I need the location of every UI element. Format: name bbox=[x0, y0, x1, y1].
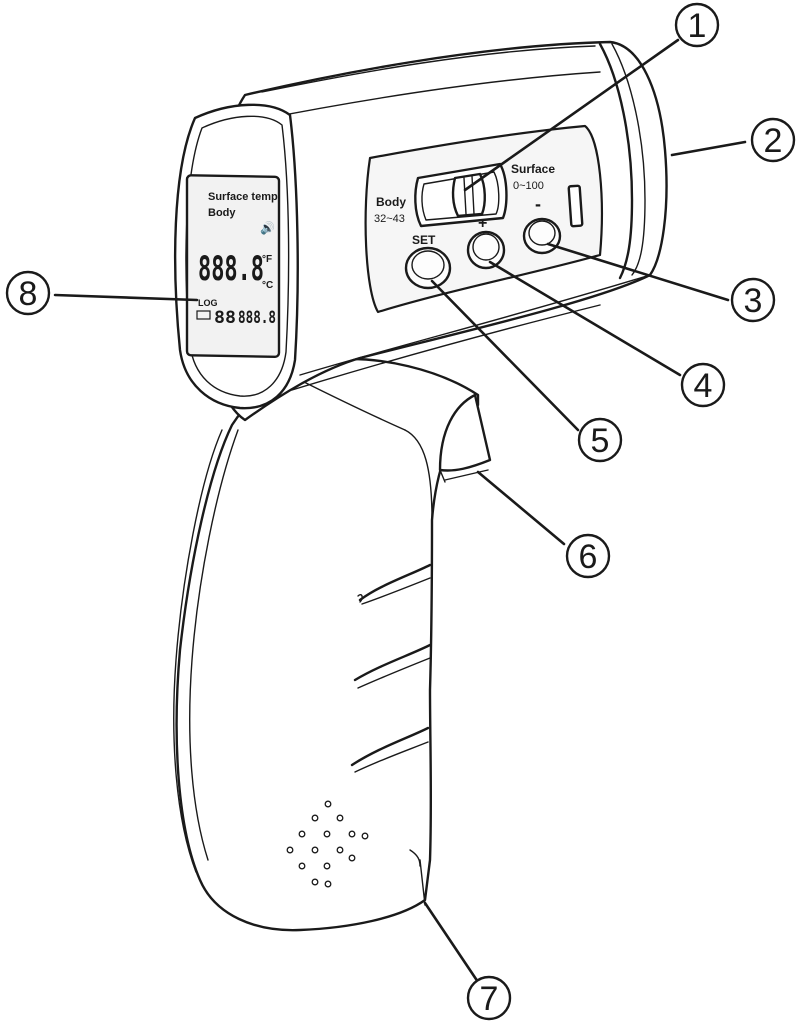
callout-5-number: 5 bbox=[591, 422, 610, 460]
callout-7-number: 7 bbox=[480, 980, 499, 1018]
battery-icon bbox=[196, 310, 211, 320]
slider-knob[interactable] bbox=[451, 172, 486, 218]
minus-button[interactable] bbox=[522, 217, 562, 255]
callout-7: 7 bbox=[466, 975, 512, 1021]
callout-4-number: 4 bbox=[694, 367, 713, 405]
speaker-hole bbox=[348, 830, 356, 838]
lcd-unit-f: °F bbox=[262, 254, 272, 265]
speaker-hole bbox=[336, 814, 344, 822]
mode-slider-switch[interactable] bbox=[414, 162, 508, 228]
slider-range-surface: 0~100 bbox=[513, 180, 544, 192]
speaker-hole bbox=[311, 846, 319, 854]
speaker-hole bbox=[336, 846, 344, 854]
callout-2-number: 2 bbox=[764, 122, 783, 160]
lcd-unit-c: °C bbox=[262, 280, 273, 291]
speaker-hole bbox=[298, 862, 306, 870]
set-button[interactable] bbox=[404, 246, 452, 290]
callout-6-number: 6 bbox=[579, 538, 598, 576]
callout-1: 1 bbox=[674, 2, 720, 48]
speaker-hole bbox=[286, 846, 294, 854]
handle bbox=[173, 357, 480, 932]
set-button-label: SET bbox=[412, 233, 436, 247]
laser-window bbox=[567, 184, 584, 228]
speaker-holes bbox=[286, 800, 369, 888]
lcd-log-label: LOG bbox=[198, 298, 218, 308]
lcd-mode-body: Body bbox=[208, 207, 236, 219]
callout-leaders bbox=[53, 38, 747, 987]
rear-panel bbox=[173, 103, 299, 410]
speaker-hole bbox=[311, 878, 319, 886]
callout-8-number: 8 bbox=[19, 275, 38, 313]
speaker-hole bbox=[298, 830, 306, 838]
speaker-hole bbox=[323, 830, 331, 838]
speaker-hole bbox=[324, 800, 332, 808]
lcd-log-index: 88 bbox=[214, 308, 236, 328]
callout-3-number: 3 bbox=[744, 282, 763, 320]
speaker-hole bbox=[361, 832, 369, 840]
callout-4: 4 bbox=[680, 362, 726, 408]
callout-2: 2 bbox=[750, 117, 796, 163]
grip-ridges bbox=[350, 563, 432, 773]
minus-button-label: - bbox=[535, 194, 541, 214]
speaker-hole bbox=[323, 862, 331, 870]
callout-8: 8 bbox=[5, 270, 51, 316]
trigger[interactable] bbox=[438, 393, 492, 483]
speaker-hole bbox=[311, 814, 319, 822]
lcd-log-value: 888.8 bbox=[238, 308, 276, 328]
lcd-mode-surface: Surface temp bbox=[208, 191, 278, 203]
callout-3: 3 bbox=[730, 277, 776, 323]
lcd-contents: Surface temp Body 🔊 888.8 °F °C LOG 88 8… bbox=[196, 191, 278, 328]
callout-6: 6 bbox=[565, 533, 611, 579]
plus-button[interactable] bbox=[466, 230, 506, 270]
speaker-hole bbox=[348, 854, 356, 862]
slider-label-surface: Surface bbox=[511, 162, 555, 176]
speaker-volume-icon: 🔊 bbox=[260, 220, 275, 235]
callout-5: 5 bbox=[577, 417, 623, 463]
lcd-main-digits: 888.8 bbox=[198, 249, 264, 289]
callout-1-number: 1 bbox=[688, 7, 707, 45]
speaker-hole bbox=[324, 880, 332, 888]
slider-range-body: 32~43 bbox=[374, 213, 405, 225]
slider-label-body: Body bbox=[376, 195, 406, 209]
plus-button-label: + bbox=[478, 215, 487, 232]
